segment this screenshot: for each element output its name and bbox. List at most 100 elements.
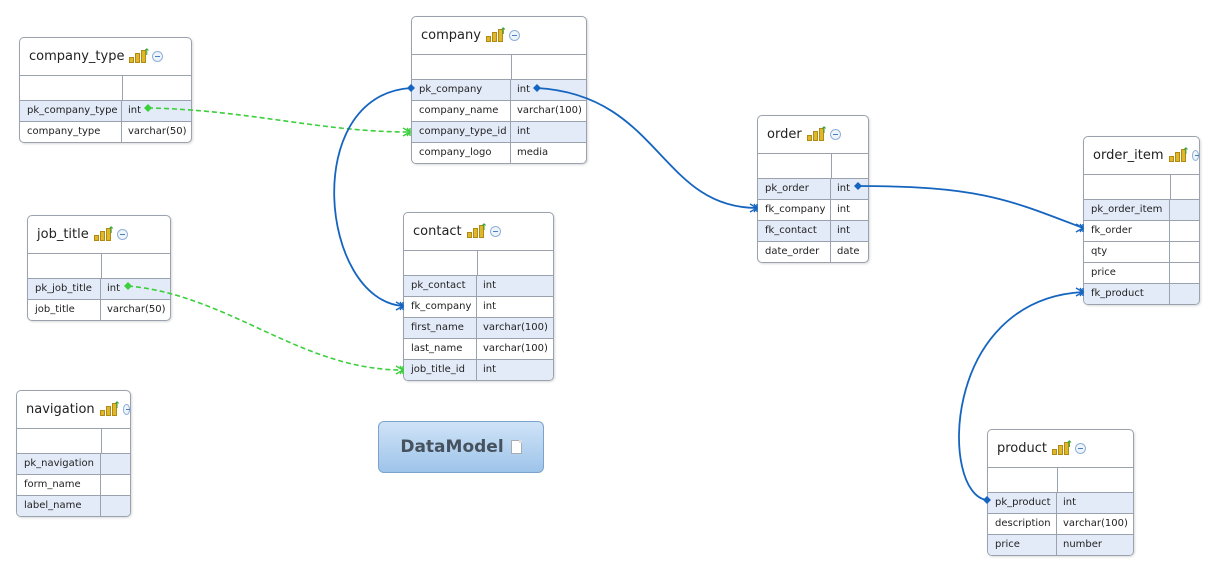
collapse-icon[interactable] <box>1075 443 1087 454</box>
column-name: description <box>988 514 1057 534</box>
collapse-icon[interactable] <box>489 226 501 237</box>
column-name: pk_order_item <box>1084 200 1170 220</box>
column-header <box>404 251 553 276</box>
bar-chart-icon: ↑ <box>485 27 507 42</box>
column-type: media <box>517 147 549 158</box>
column-row[interactable]: pk_order int <box>758 179 868 200</box>
column-type: varchar(100) <box>517 105 582 116</box>
column-header <box>20 76 191 101</box>
entity-header[interactable]: company ↑ <box>412 17 586 55</box>
collapse-icon[interactable] <box>116 229 128 240</box>
entity-header[interactable]: product ↑ <box>988 430 1133 468</box>
column-row[interactable]: pk_company_type int <box>20 101 191 122</box>
column-row[interactable]: qty <box>1084 242 1199 263</box>
datamodel-button[interactable]: DataModel <box>378 421 544 473</box>
column-header <box>1084 175 1199 200</box>
column-name: pk_company_type <box>20 101 122 121</box>
column-name: price <box>1084 263 1170 283</box>
column-name: price <box>988 535 1057 555</box>
many-end-marker <box>402 127 412 137</box>
entity-header[interactable]: navigation ↑ <box>17 391 130 429</box>
many-end-marker <box>1075 287 1085 297</box>
column-row[interactable]: price <box>1084 263 1199 284</box>
entity-header[interactable]: order ↑ <box>758 116 868 154</box>
column-row[interactable]: last_name varchar(100) <box>404 339 553 360</box>
column-type <box>1170 200 1199 220</box>
column-name: first_name <box>404 318 477 338</box>
bar-chart-icon: ↑ <box>1168 147 1190 162</box>
column-name: fk_company <box>758 200 831 220</box>
column-row[interactable]: description varchar(100) <box>988 514 1133 535</box>
column-type: date <box>837 246 860 257</box>
many-end-marker <box>395 301 405 311</box>
bar-chart-icon: ↑ <box>93 226 115 241</box>
bar-chart-icon: ↑ <box>1052 440 1073 455</box>
column-type: int <box>837 183 851 194</box>
column-row[interactable]: fk_product <box>1084 284 1199 304</box>
entity-header[interactable]: job_title ↑ <box>28 216 170 254</box>
column-name: company_logo <box>412 143 511 163</box>
entity-order-item[interactable]: order_item ↑ pk_order_item fk_order qty … <box>1083 136 1200 305</box>
bar-chart-icon: ↑ <box>466 223 488 238</box>
column-row[interactable]: date_order date <box>758 242 868 262</box>
column-row[interactable]: fk_order <box>1084 221 1199 242</box>
column-type <box>1170 242 1199 262</box>
bar-chart-icon: ↑ <box>806 126 828 141</box>
collapse-icon[interactable] <box>1191 150 1199 161</box>
collapse-icon[interactable] <box>508 30 520 41</box>
column-row[interactable]: label_name <box>17 496 130 516</box>
column-row[interactable]: company_logo media <box>412 143 586 163</box>
entity-title: job_title <box>37 227 89 242</box>
entity-header[interactable]: contact ↑ <box>404 213 553 251</box>
collapse-icon[interactable] <box>122 404 130 415</box>
column-type: int <box>483 364 497 375</box>
document-icon <box>510 440 522 454</box>
column-type: varchar(100) <box>1063 518 1128 529</box>
column-name: fk_order <box>1084 221 1170 241</box>
entity-header[interactable]: order_item ↑ <box>1084 137 1199 175</box>
column-name: job_title_id <box>404 360 477 380</box>
entity-title: navigation <box>26 402 95 417</box>
entity-company-type[interactable]: company_type ↑ pk_company_type int compan… <box>19 37 192 143</box>
column-row[interactable]: form_name <box>17 475 130 496</box>
column-name: fk_product <box>1084 284 1170 304</box>
entity-navigation[interactable]: navigation ↑ pk_navigation form_name lab… <box>16 390 131 517</box>
column-type: varchar(50) <box>128 126 187 137</box>
column-name: date_order <box>758 242 831 262</box>
column-header <box>28 254 170 279</box>
entity-title: company_type <box>29 49 125 64</box>
column-type <box>101 496 130 516</box>
column-name: pk_order <box>758 179 831 199</box>
many-end-marker <box>1075 223 1085 233</box>
column-row[interactable]: job_title_id int <box>404 360 553 380</box>
entity-header[interactable]: company_type ↑ <box>20 38 191 76</box>
collapse-icon[interactable] <box>152 51 164 62</box>
relation-order-orderitem[interactable] <box>854 182 1085 233</box>
column-header <box>412 55 586 80</box>
column-type: varchar(100) <box>483 343 548 354</box>
column-name: last_name <box>404 339 477 359</box>
column-row[interactable]: pk_order_item <box>1084 200 1199 221</box>
collapse-icon[interactable] <box>829 129 841 140</box>
column-row[interactable]: pk_navigation <box>17 454 130 475</box>
column-type: int <box>128 105 142 116</box>
